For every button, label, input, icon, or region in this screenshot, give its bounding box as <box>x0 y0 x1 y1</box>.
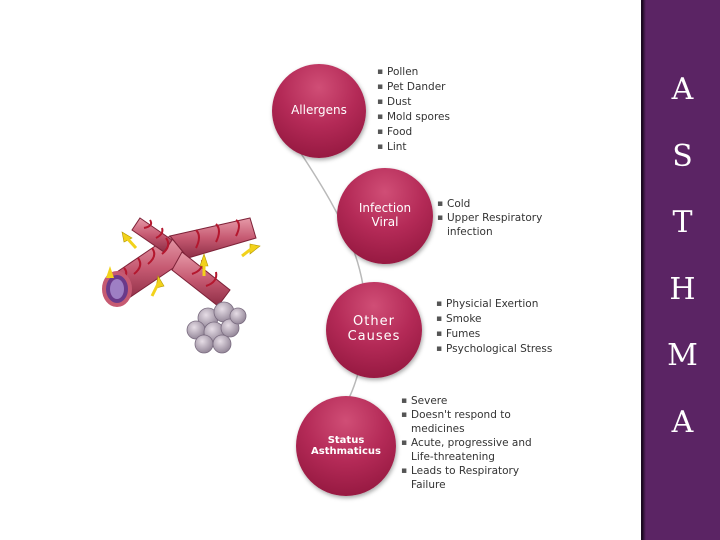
node-status-asthmaticus: Status Asthmaticus <box>296 396 396 496</box>
list-item: Leads to Respiratory Failure <box>401 464 551 492</box>
vertical-title: A S T H M A <box>643 67 720 466</box>
node-allergens: Allergens <box>272 64 366 158</box>
allergens-list: Pollen Pet Dander Dust Mold spores Food … <box>377 65 487 155</box>
list-item: Mold spores <box>377 110 487 125</box>
list-item: Pollen <box>377 65 487 80</box>
node-other-line2: Causes <box>347 329 401 344</box>
node-infection-line2: Viral <box>371 215 399 229</box>
title-letter: S <box>672 138 693 174</box>
list-item: Acute, progressive and Life-threatening <box>401 436 551 464</box>
list-item: Smoke <box>436 312 616 327</box>
list-item: Physicial Exertion <box>436 297 616 312</box>
list-item: Psychological Stress <box>436 342 616 357</box>
node-other-causes: Other Causes <box>326 282 422 378</box>
title-letter: A <box>671 72 694 107</box>
list-item: Severe <box>401 394 551 408</box>
title-sidebar: A S T H M A <box>641 0 720 540</box>
node-infection-line1: Infection <box>358 201 412 216</box>
list-item: Upper Respiratory infection <box>437 211 567 239</box>
list-item: Dust <box>377 95 487 110</box>
title-letter: M <box>667 338 698 373</box>
node-other-line1: Other <box>353 314 395 330</box>
title-letter: H <box>669 271 696 307</box>
node-allergens-label: Allergens <box>291 103 347 118</box>
list-item: Lint <box>377 140 487 155</box>
list-item: Cold <box>437 197 567 211</box>
status-asthmaticus-list: Severe Doesn't respond to medicines Acut… <box>401 394 551 492</box>
list-item: Pet Dander <box>377 80 487 95</box>
list-item: Food <box>377 125 487 140</box>
title-letter: A <box>671 404 694 440</box>
other-causes-list: Physicial Exertion Smoke Fumes Psycholog… <box>436 297 616 357</box>
infection-list: Cold Upper Respiratory infection <box>437 197 567 239</box>
list-item: Doesn't respond to medicines <box>401 408 551 436</box>
node-infection-viral: Infection Viral <box>337 168 433 264</box>
node-status-line2: Asthmaticus <box>311 446 381 457</box>
list-item: Fumes <box>436 327 616 342</box>
airway-illustration <box>102 217 261 354</box>
title-letter: T <box>672 205 693 240</box>
node-status-line1: Status <box>327 434 365 446</box>
arrow-icon <box>106 266 114 278</box>
